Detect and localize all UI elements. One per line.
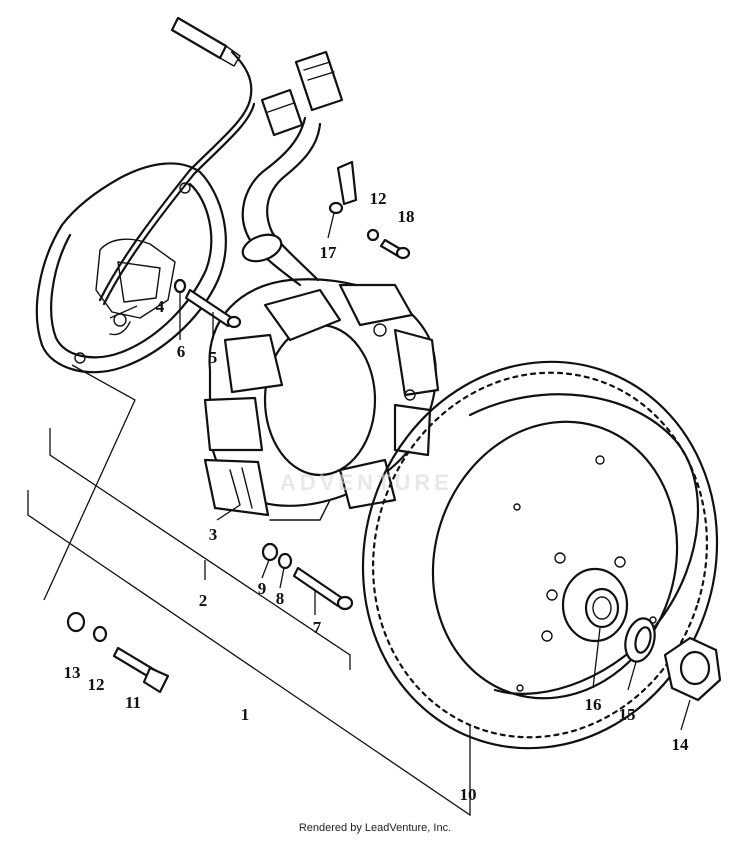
stator-wire-harness bbox=[241, 50, 344, 287]
watermark-text: ADVENTURE bbox=[280, 470, 453, 495]
callout-18: 18 bbox=[398, 207, 415, 226]
callout-6: 6 bbox=[177, 342, 186, 361]
callout-15: 15 bbox=[619, 705, 636, 724]
callout-16: 16 bbox=[585, 695, 602, 714]
callout-1: 1 bbox=[241, 705, 250, 724]
hardware-parts bbox=[66, 160, 722, 702]
callout-17: 17 bbox=[320, 243, 338, 262]
callout-numbers: 1 2 3 4 5 6 7 8 9 10 11 12 12 13 14 15 1… bbox=[64, 189, 690, 804]
callout-2: 2 bbox=[199, 591, 208, 610]
leader-lines bbox=[109, 212, 691, 731]
callout-4: 4 bbox=[156, 297, 165, 316]
pulser-base-plate bbox=[35, 162, 227, 374]
assembly-bracket-lines bbox=[27, 364, 471, 817]
callout-8: 8 bbox=[276, 589, 285, 608]
callout-13: 13 bbox=[64, 663, 81, 682]
callout-7: 7 bbox=[313, 618, 322, 637]
render-credit: Rendered by LeadVenture, Inc. bbox=[298, 822, 452, 834]
callout-3: 3 bbox=[209, 525, 218, 544]
callout-12-upper: 12 bbox=[370, 189, 387, 208]
callout-9: 9 bbox=[258, 579, 267, 598]
flywheel-rotor bbox=[361, 360, 719, 750]
callout-14: 14 bbox=[672, 735, 690, 754]
pulser-lead-wire bbox=[98, 16, 256, 306]
callout-12-lower: 12 bbox=[88, 675, 105, 694]
callout-11: 11 bbox=[125, 693, 141, 712]
callout-10: 10 bbox=[460, 785, 477, 804]
callout-5: 5 bbox=[209, 348, 218, 367]
